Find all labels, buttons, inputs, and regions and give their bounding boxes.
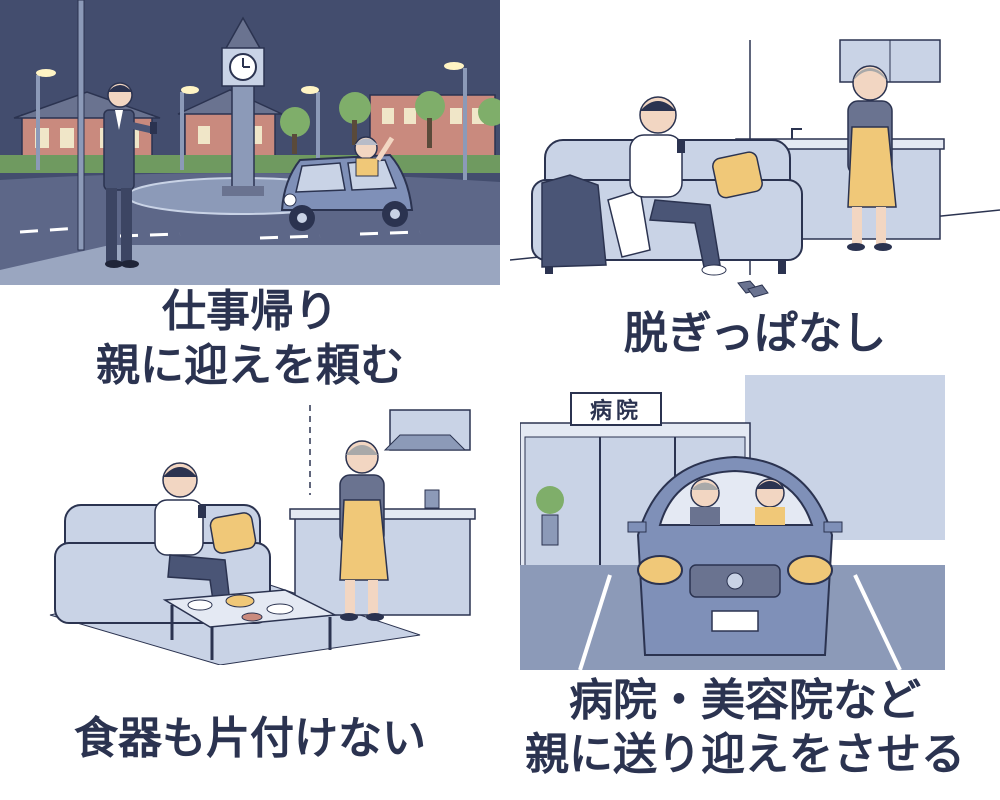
- dishes-illustration: [49, 405, 476, 665]
- mother-in-apron: [339, 440, 389, 621]
- coffee-table-with-dishes: [162, 589, 338, 660]
- caption-bottom-right-line2: 親に送り迎えをさせる: [525, 729, 965, 780]
- caption-top-left-line2: 親に迎えを頼む: [96, 340, 404, 391]
- jacket-on-sofa: [541, 174, 651, 268]
- clothes-on-sofa-illustration: [510, 39, 1000, 298]
- socks-on-floor: [737, 280, 769, 298]
- potted-plant: [536, 486, 564, 546]
- caption-bottom-right: 病院・美容院など 親に送り迎えをさせる: [500, 674, 990, 782]
- businessman-with-phone: [103, 82, 157, 268]
- caption-top-right: 脱ぎっぱなし: [520, 307, 990, 361]
- hospital-sign-text: 病院: [589, 399, 642, 424]
- caption-top-left-line1: 仕事帰り: [162, 286, 338, 337]
- caption-bottom-left-text: 食器も片付けない: [74, 713, 426, 764]
- caption-top-left: 仕事帰り 親に迎えを頼む: [0, 285, 500, 393]
- panel-clothes-left-out: [510, 35, 1000, 300]
- lane-markings: [19, 226, 421, 240]
- car-front-with-mother-and-son: [627, 455, 843, 656]
- panel-dishes-not-cleared: [40, 405, 480, 665]
- street-lamps: [36, 0, 467, 251]
- clock-tower: [221, 16, 265, 196]
- night-street-illustration: [0, 0, 500, 285]
- mother-in-apron: [847, 65, 897, 251]
- caption-bottom-left: 食器も片付けない: [0, 712, 500, 766]
- hospital-sign: 病院: [570, 392, 662, 426]
- panel-hospital-dropoff: 病院: [520, 375, 945, 670]
- man-relaxing-with-phone: [629, 96, 727, 276]
- panel-night-pickup: [0, 0, 500, 285]
- caption-top-right-text: 脱ぎっぱなし: [623, 308, 887, 359]
- caption-bottom-right-line1: 病院・美容院など: [569, 675, 921, 726]
- small-car-with-mother: [280, 136, 414, 231]
- trees: [280, 91, 500, 154]
